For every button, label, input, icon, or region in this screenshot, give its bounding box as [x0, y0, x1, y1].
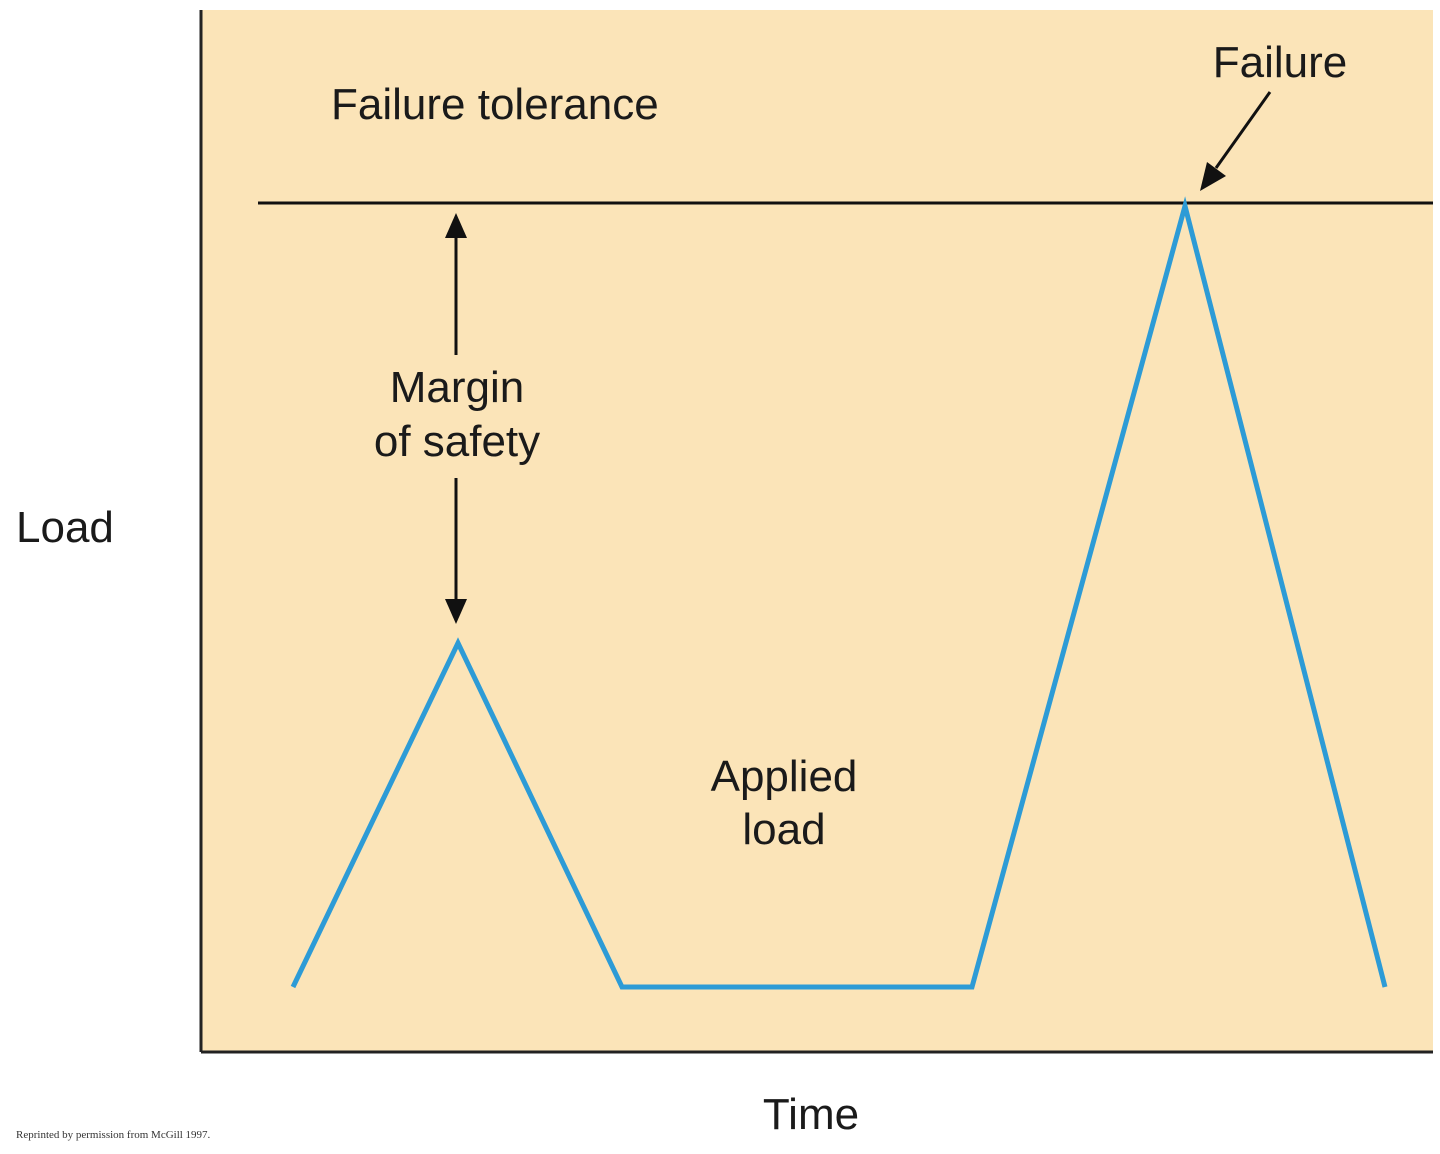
plot-panel: [201, 10, 1433, 1052]
margin-arrowhead-up: [445, 213, 467, 238]
credit-note: Reprinted by permission from McGill 1997…: [16, 1129, 211, 1141]
failure-tolerance-label: Failure tolerance: [331, 80, 659, 129]
margin-arrowhead-down: [445, 599, 467, 624]
failure-arrowhead: [1200, 162, 1226, 191]
x-axis-label: Time: [763, 1090, 859, 1139]
applied-load-label-line2: load: [742, 805, 825, 854]
applied-load-line: [290, 196, 1388, 990]
margin-label-line2: of safety: [374, 417, 540, 466]
y-axis-label: Load: [16, 503, 114, 552]
applied-load-label-line1: Applied: [711, 752, 858, 801]
failure-label: Failure: [1213, 38, 1348, 87]
failure-arrow: [1214, 91, 1272, 169]
margin-label-line1: Margin: [390, 363, 525, 412]
